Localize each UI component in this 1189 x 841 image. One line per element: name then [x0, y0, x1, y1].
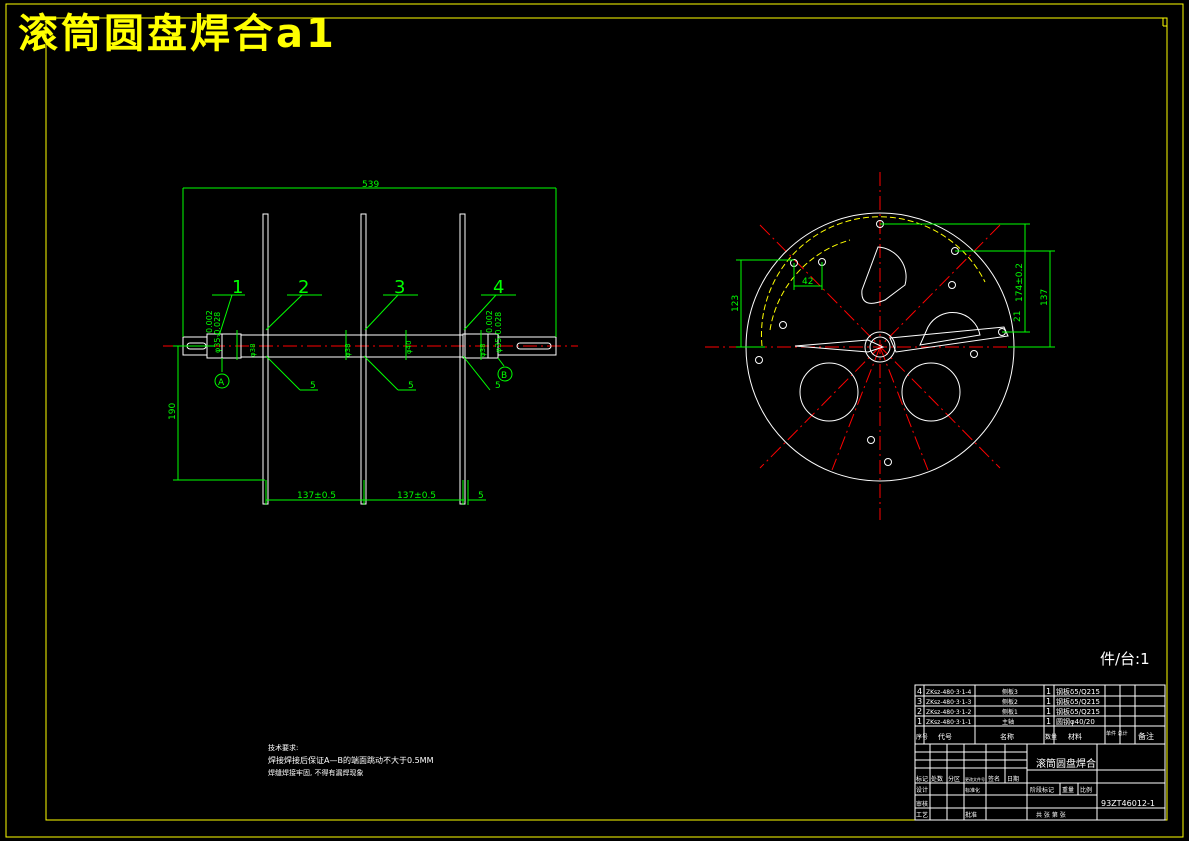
bom-header-weight: 单件 总计	[1106, 730, 1128, 737]
tol-left-upper: 0.002	[205, 310, 214, 333]
side-view: 42 123 174±0.2 137 21	[705, 172, 1055, 520]
bom-material: 钢板δ5/Q215	[1056, 707, 1100, 716]
bom-material: 钢板δ5/Q215	[1056, 697, 1100, 706]
tb-label-sign: 签名	[988, 775, 1000, 783]
hidden-arc	[760, 216, 986, 347]
dia-label-3: φ40	[405, 340, 413, 354]
bom-material: 圆钢φ40/20	[1056, 717, 1095, 726]
callout-3: 3	[394, 277, 405, 298]
hidden-arc-2	[769, 239, 851, 331]
tb-label-count: 处数	[931, 775, 943, 783]
bom-header-qty: 数量	[1045, 733, 1057, 741]
tb-process: 工艺	[916, 811, 928, 819]
datum-b-label: B	[501, 371, 507, 381]
tech-notes-line2: 焊缝焊接牢固, 不得有漏焊现象	[268, 768, 363, 777]
bom-name: 侧板1	[1002, 708, 1018, 716]
title-block: 4 ZKsz-480·3·1-4 侧板3 1 钢板δ5/Q215 3 ZKsz-…	[914, 684, 1166, 821]
tol-left-lower: φ35-0.028	[213, 312, 222, 353]
qty-note: 件/台:1	[1100, 650, 1150, 668]
callout-1: 1	[232, 277, 243, 298]
bom-no: 3	[917, 697, 922, 706]
bom-qty: 1	[1046, 697, 1051, 706]
bom-header-note: 备注	[1138, 731, 1154, 741]
callout-2: 2	[298, 277, 309, 298]
dim-height-190: 190	[168, 403, 178, 420]
bom-name: 侧板2	[1002, 698, 1018, 706]
bom-header-name: 名称	[1000, 732, 1014, 741]
bom-material: 钢板δ5/Q215	[1056, 687, 1100, 696]
tb-standardize: 标准化	[965, 787, 980, 794]
shaft-outline	[182, 213, 557, 505]
tb-label-date: 日期	[1007, 775, 1019, 783]
tb-approve: 批准	[965, 811, 977, 819]
dia-label-1: φ38	[249, 343, 257, 357]
weld-size-3: 5	[495, 381, 501, 391]
bom-qty: 1	[1046, 717, 1051, 726]
bom-header-material: 材料	[1068, 732, 1082, 741]
tb-label-change: 更改文件号	[965, 776, 985, 782]
dia-label-4: φ38	[479, 343, 487, 357]
bom-qty: 1	[1046, 687, 1051, 696]
tb-review: 审核	[916, 800, 928, 808]
dim-spacing-2: 137±0.5	[397, 491, 436, 501]
tb-stage: 阶段标记	[1030, 786, 1054, 794]
tol-right-lower: φ35-0.028	[494, 312, 503, 353]
tech-notes-heading: 技术要求:	[268, 743, 298, 752]
bom-name: 侧板3	[1002, 688, 1018, 696]
bom-code: ZKsz-480·3·1-1	[926, 719, 972, 726]
tech-notes: 技术要求: 焊接焊接后保证A—B的端面跳动不大于0.5MM 焊缝焊接牢固, 不得…	[268, 743, 434, 777]
bom-header-code: 代号	[938, 732, 952, 741]
callout-4: 4	[493, 277, 504, 298]
bom-code: ZKsz-480·3·1-3	[926, 699, 972, 706]
bom-header-no: 序号	[916, 733, 928, 741]
tb-weight: 重量	[1062, 786, 1074, 794]
dim-42: 42	[802, 277, 813, 287]
dia-label-2: φ38	[344, 343, 352, 357]
tb-label-mark: 标记	[916, 775, 928, 783]
drawing-title: 滚筒圆盘焊合a1	[18, 11, 337, 57]
bom-no: 2	[917, 707, 922, 716]
dim-137: 137	[1040, 289, 1050, 306]
drawing-frame	[5, 3, 1184, 838]
tb-label-zone: 分区	[948, 775, 960, 783]
dim-plate-thk: 5	[478, 491, 484, 501]
dim-123: 123	[731, 295, 741, 312]
datum-a-label: A	[218, 378, 225, 388]
tb-design: 设计	[916, 786, 928, 794]
front-dimensions	[173, 187, 557, 505]
weld-size-1: 5	[310, 381, 316, 391]
tb-scale: 比例	[1080, 786, 1092, 794]
bom-qty: 1	[1046, 707, 1051, 716]
bom-no: 4	[917, 687, 922, 696]
tb-drawing-no: 93ZT46012-1	[1101, 799, 1155, 808]
tb-sheets: 共 张 第 张	[1036, 811, 1066, 819]
side-dimensions	[736, 223, 1055, 348]
dim-174: 174±0.2	[1015, 263, 1025, 302]
bom-name: 主轴	[1002, 718, 1014, 726]
tol-right-upper: 0.002	[485, 310, 494, 333]
bom-code: ZKsz-480·3·1-4	[926, 689, 972, 696]
front-view: 539 1 2 3 4 0.002 φ35-0.028 0.002 φ35-0.…	[163, 180, 578, 505]
bom-table: 4 ZKsz-480·3·1-4 侧板3 1 钢板δ5/Q215 3 ZKsz-…	[916, 687, 1154, 741]
tech-notes-line1: 焊接焊接后保证A—B的端面跳动不大于0.5MM	[268, 755, 434, 765]
bom-code: ZKsz-480·3·1-2	[926, 709, 972, 716]
dim-21: 21	[1013, 311, 1023, 322]
tb-drawing-name: 滚筒圆盘焊合	[1036, 757, 1096, 770]
weld-size-2: 5	[408, 381, 414, 391]
dim-overall-length: 539	[362, 180, 379, 190]
dim-spacing-1: 137±0.5	[297, 491, 336, 501]
bom-no: 1	[917, 717, 922, 726]
